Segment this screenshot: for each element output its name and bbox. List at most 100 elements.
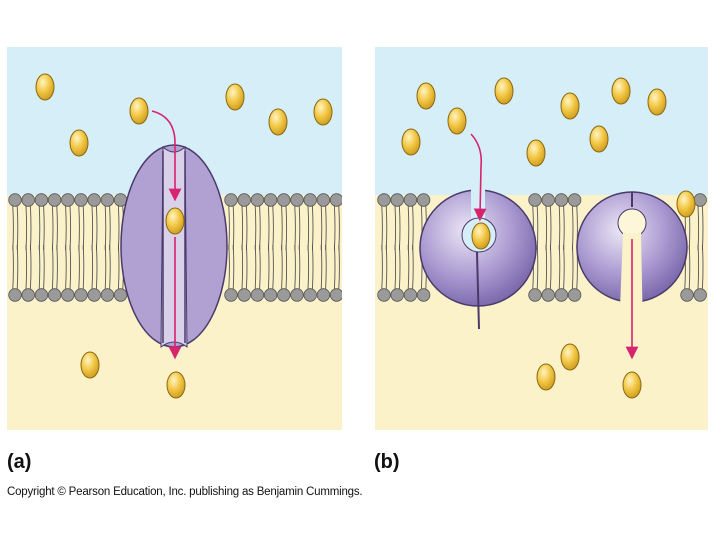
panel-b-label: (b)	[374, 451, 400, 473]
solute-molecule	[560, 92, 580, 120]
lipid-head	[403, 288, 418, 302]
lipid-head	[263, 193, 278, 207]
lipid-head	[74, 193, 88, 207]
lipid-head	[263, 288, 278, 302]
lipid-head	[237, 288, 251, 302]
lipid-tail	[82, 244, 85, 290]
lipid-head	[277, 288, 291, 302]
lipid-head	[377, 193, 391, 207]
lipid-head	[87, 288, 101, 302]
lipid-tail	[104, 244, 107, 290]
channel-protein	[120, 144, 228, 349]
lipid-head	[74, 288, 88, 302]
lipid-head	[316, 193, 331, 207]
extracellular-fluid	[375, 47, 708, 195]
panel-a-diagram	[7, 47, 342, 430]
solute-molecule	[268, 108, 288, 136]
lipid-tail	[56, 244, 58, 290]
lipid-head	[113, 288, 128, 302]
lipid-head	[303, 193, 317, 207]
solute-molecule	[536, 363, 556, 391]
lipid-tail	[91, 244, 94, 290]
lipid-head	[528, 193, 542, 207]
transport-arrow	[470, 133, 487, 222]
lipid-tail	[12, 244, 14, 290]
lipid-tail	[688, 244, 691, 290]
solute-molecule	[80, 351, 100, 379]
solute-molecule	[676, 190, 696, 218]
lipid-tail	[25, 244, 28, 290]
lipid-head	[390, 288, 404, 302]
lipid-head	[34, 193, 49, 207]
lipid-head	[680, 288, 694, 302]
lipid-head	[277, 193, 291, 207]
lipid-tail	[571, 244, 574, 290]
lipid-tail	[272, 244, 274, 290]
solute-molecule	[313, 98, 333, 126]
lipid-tail	[545, 244, 548, 290]
lipid-tail	[95, 244, 98, 290]
lipid-head	[8, 193, 22, 207]
solute-molecule	[647, 88, 667, 116]
lipid-tail	[294, 244, 296, 290]
solute-molecule	[129, 97, 149, 125]
lipid-tail	[245, 244, 248, 290]
lipid-tail	[38, 244, 41, 290]
lipid-tail	[536, 244, 539, 290]
lipid-head	[329, 288, 342, 302]
copyright-notice: Copyright © Pearson Education, Inc. publ…	[7, 486, 363, 498]
solute-molecule	[494, 77, 514, 105]
solute-molecule	[589, 125, 609, 153]
lipid-head	[61, 193, 75, 207]
lipid-tail	[78, 244, 80, 290]
panel-a-label: (a)	[7, 451, 32, 473]
lipid-head	[87, 193, 101, 207]
lipid-head	[528, 288, 542, 302]
lipid-tail	[285, 244, 288, 290]
panel-b-carrier-protein	[375, 47, 708, 430]
lipid-head	[416, 288, 431, 302]
lipid-tail	[320, 244, 323, 290]
lipid-tail	[228, 244, 230, 290]
lipid-tail	[267, 244, 270, 290]
lipid-tail	[109, 244, 111, 290]
solute-molecule	[560, 343, 580, 371]
phospholipid-bilayer	[8, 193, 342, 302]
lipid-head	[237, 193, 251, 207]
lipid-head	[47, 288, 62, 302]
lipid-tail	[407, 244, 410, 290]
lipid-head	[290, 288, 304, 302]
lipid-head	[390, 193, 404, 207]
lipid-head	[100, 288, 115, 302]
solute-molecule	[447, 107, 467, 135]
lipid-tail	[381, 244, 383, 290]
lipid-head	[693, 193, 707, 207]
lipid-tail	[51, 244, 54, 290]
lipid-tail	[254, 244, 257, 290]
lipid-head	[47, 193, 62, 207]
solute-molecule	[526, 139, 546, 167]
lipid-head	[224, 288, 238, 302]
solute-molecules	[401, 77, 696, 399]
lipid-tail	[311, 244, 314, 290]
lipid-head	[250, 193, 265, 207]
lipid-tail	[298, 244, 301, 290]
lipid-tail	[325, 244, 327, 290]
lipid-head	[554, 193, 569, 207]
lipid-tail	[65, 244, 67, 290]
lipid-tail	[338, 244, 340, 290]
lipid-tail	[394, 244, 397, 290]
lipid-head	[377, 288, 391, 302]
lipid-tail	[307, 244, 310, 290]
lipid-tail	[29, 244, 32, 290]
lipid-head	[403, 193, 418, 207]
lipid-head	[316, 288, 331, 302]
lipid-head	[693, 288, 707, 302]
lipid-tail	[259, 244, 261, 290]
lipid-tail	[333, 244, 336, 290]
lipid-tail	[385, 244, 388, 290]
lipid-head	[21, 193, 35, 207]
lipid-head	[250, 288, 265, 302]
lipid-head	[303, 288, 317, 302]
lipid-head	[61, 288, 75, 302]
